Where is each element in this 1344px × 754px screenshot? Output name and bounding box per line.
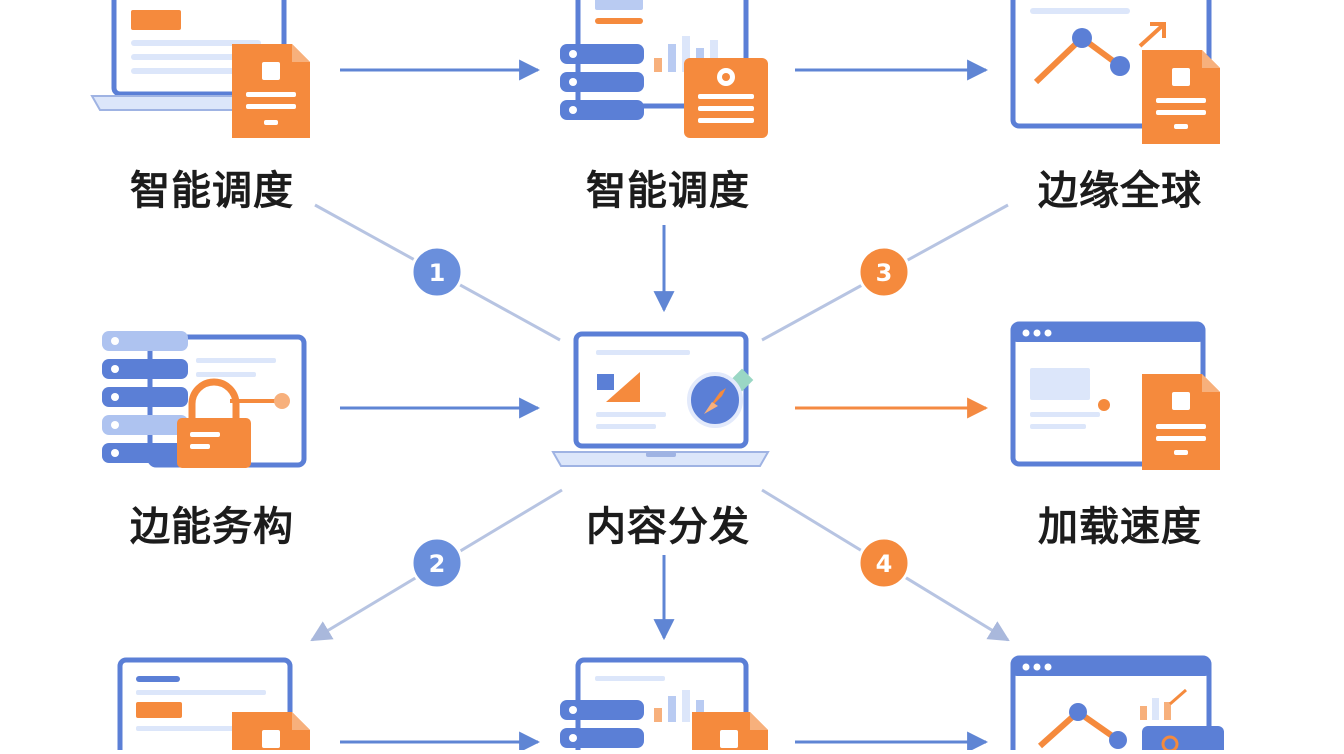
badge-3: 3	[857, 245, 911, 299]
badge-2: 2	[410, 536, 464, 590]
badge-2-number: 2	[429, 550, 446, 578]
node-label-intelligent-scheduling-1: 智能调度	[130, 168, 294, 214]
node-label-load-speed: 加载速度	[1038, 504, 1202, 550]
laptop-document-icon	[90, 0, 310, 138]
node-label-content-delivery: 内容分发	[586, 504, 750, 550]
analytics-document-icon	[1010, 0, 1220, 144]
badge-4-number: 4	[876, 550, 893, 578]
server-chart-icon	[560, 0, 768, 138]
badge-3-number: 3	[876, 259, 893, 287]
badge-1: 1	[410, 245, 464, 299]
node-label-intelligent-scheduling-2: 智能调度	[586, 168, 750, 214]
badge-4: 4	[857, 536, 911, 590]
server-chart-icon	[560, 657, 768, 754]
badge-1-number: 1	[429, 259, 446, 287]
browser-document-icon	[1010, 321, 1220, 470]
node-label-edge-service: 边能务构	[130, 504, 294, 550]
browser-analytics-icon	[1010, 655, 1224, 754]
node-label-edge-global: 边缘全球	[1038, 168, 1202, 214]
laptop-document-icon	[117, 657, 310, 754]
laptop-compass-icon	[551, 331, 770, 467]
server-lock-icon	[102, 331, 307, 468]
